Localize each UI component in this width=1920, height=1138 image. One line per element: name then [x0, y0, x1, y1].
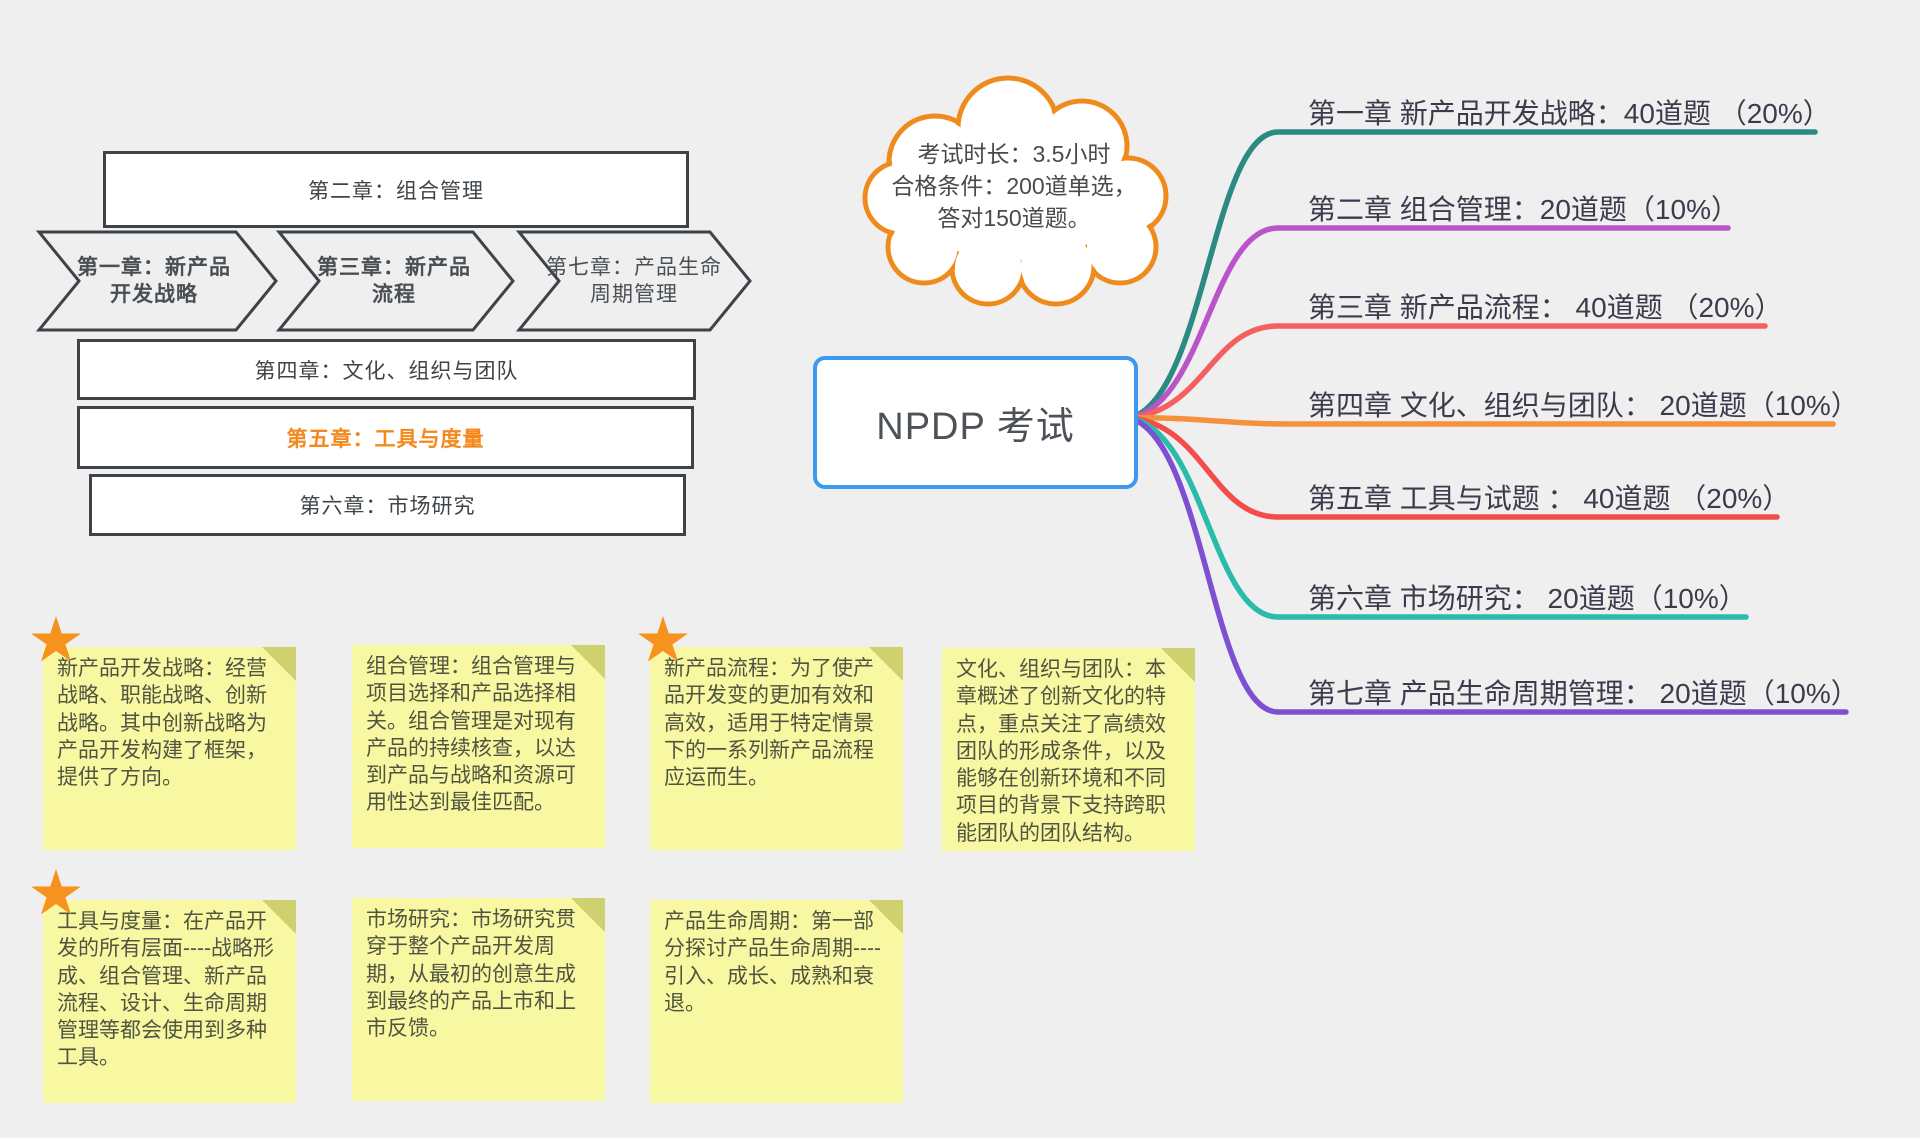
branch-line-2 [1127, 225, 1731, 421]
sticky-note-4[interactable]: 文化、组织与团队：本章概述了创新文化的特点，重点关注了高绩效团队的形成条件，以及… [942, 648, 1195, 851]
chevron1-line2: 开发战略 [110, 283, 198, 306]
sticky-note-6[interactable]: 市场研究：市场研究贯穿于整个产品开发周期，从最初的创意生成到最终的产品上市和上市… [352, 898, 605, 1101]
flow-box-chapter5[interactable]: 第五章：工具与度量 [77, 406, 694, 469]
flow-box-chapter2-label: 第二章：组合管理 [308, 179, 484, 203]
branch-line-7 [1127, 415, 1849, 715]
branch-line-4 [1127, 415, 1836, 427]
chevron-shape-chapter3[interactable] [275, 230, 515, 332]
sticky-note-5[interactable]: 工具与度量：在产品开发的所有层面----战略形成、组合管理、新产品流程、设计、生… [43, 900, 296, 1103]
branch-label-1[interactable]: 第一章 新产品开发战略：40道题 （20%） [1308, 98, 1831, 129]
cloud-line-1: 考试时长：3.5小时 [917, 141, 1111, 167]
chevron-label-chapter7: 第七章：产品生命 周期管理 [529, 248, 739, 314]
sticky-note-1-text: 新产品开发战略：经营战略、职能战略、创新战略。其中创新战略为产品开发构建了框架，… [57, 657, 267, 790]
branch-label-2[interactable]: 第二章 组合管理：20道题（10%） [1308, 194, 1739, 225]
cloud-note[interactable]: 考试时长：3.5小时 合格条件：200道单选， 答对150道题。 [888, 138, 1140, 234]
fold-corner-icon [262, 900, 296, 934]
sticky-note-3-text: 新产品流程：为了使产品开发变的更加有效和高效，适用于特定情景下的一系列新产品流程… [664, 657, 874, 790]
cloud-line-2: 合格条件：200道单选， [891, 173, 1137, 199]
flow-box-chapter4[interactable]: 第四章：文化、组织与团队 [77, 339, 696, 400]
branch-line-3 [1127, 323, 1768, 421]
chevron3-line2: 流程 [372, 283, 416, 306]
root-node-label: NPDP 考试 [876, 406, 1075, 448]
chevron7-line2: 周期管理 [590, 283, 678, 306]
flow-box-chapter4-label: 第四章：文化、组织与团队 [254, 359, 519, 383]
sticky-note-2-text: 组合管理：组合管理与项目选择和产品选择相关。组合管理是对现有产品的持续核查，以达… [366, 655, 576, 815]
sticky-note-2[interactable]: 组合管理：组合管理与项目选择和产品选择相关。组合管理是对现有产品的持续核查，以达… [352, 645, 605, 848]
sticky-note-7[interactable]: 产品生命周期：第一部分探讨产品生命周期----引入、成长、成熟和衰退。 [650, 900, 903, 1103]
cloud-shape[interactable] [862, 75, 1169, 307]
chevron3-line1: 第三章：新产品 [317, 256, 471, 279]
branch-label-6[interactable]: 第六章 市场研究： 20道题（10%） [1308, 583, 1747, 614]
branch-line-1 [1127, 129, 1818, 421]
branch-line-5 [1127, 415, 1780, 520]
fold-corner-icon [571, 898, 605, 932]
sticky-note-6-text: 市场研究：市场研究贯穿于整个产品开发周期，从最初的创意生成到最终的产品上市和上市… [366, 908, 576, 1041]
sticky-note-7-text: 产品生命周期：第一部分探讨产品生命周期----引入、成长、成熟和衰退。 [664, 910, 881, 1015]
chevron-shape-chapter1[interactable] [35, 230, 278, 332]
fold-corner-icon [571, 645, 605, 679]
branch-label-3[interactable]: 第三章 新产品流程： 40道题 （20%） [1308, 292, 1783, 323]
flow-box-chapter2[interactable]: 第二章：组合管理 [103, 151, 689, 228]
branch-lines [1127, 129, 1849, 715]
chevron-label-chapter1: 第一章：新产品 开发战略 [49, 248, 259, 314]
sticky-note-4-text: 文化、组织与团队：本章概述了创新文化的特点，重点关注了高绩效团队的形成条件，以及… [956, 658, 1166, 845]
chevron-shape-chapter7[interactable] [515, 230, 752, 332]
sticky-note-3[interactable]: 新产品流程：为了使产品开发变的更加有效和高效，适用于特定情景下的一系列新产品流程… [650, 647, 903, 850]
flow-box-chapter6-label: 第六章：市场研究 [299, 495, 476, 518]
sticky-note-1[interactable]: 新产品开发战略：经营战略、职能战略、创新战略。其中创新战略为产品开发构建了框架，… [43, 647, 296, 850]
chevron-label-chapter3: 第三章：新产品 流程 [289, 248, 499, 314]
branch-label-4[interactable]: 第四章 文化、组织与团队： 20道题（10%） [1308, 390, 1859, 421]
fold-corner-icon [869, 900, 903, 934]
branch-label-5[interactable]: 第五章 工具与试题 ： 40道题 （20%） [1308, 483, 1791, 514]
sticky-note-5-text: 工具与度量：在产品开发的所有层面----战略形成、组合管理、新产品流程、设计、生… [57, 910, 274, 1070]
branch-label-7[interactable]: 第七章 产品生命周期管理： 20道题（10%） [1308, 678, 1859, 709]
chevron1-line1: 第一章：新产品 [77, 256, 231, 279]
fold-corner-icon [1161, 648, 1195, 682]
branch-line-6 [1127, 415, 1749, 620]
fold-corner-icon [869, 647, 903, 681]
chevron7-line1: 第七章：产品生命 [546, 256, 722, 279]
flow-box-chapter5-label: 第五章：工具与度量 [286, 427, 485, 451]
flow-box-chapter6[interactable]: 第六章：市场研究 [89, 474, 686, 536]
root-node-npdp[interactable]: NPDP 考试 [813, 356, 1138, 489]
cloud-line-3: 答对150道题。 [937, 205, 1091, 231]
fold-corner-icon [262, 647, 296, 681]
